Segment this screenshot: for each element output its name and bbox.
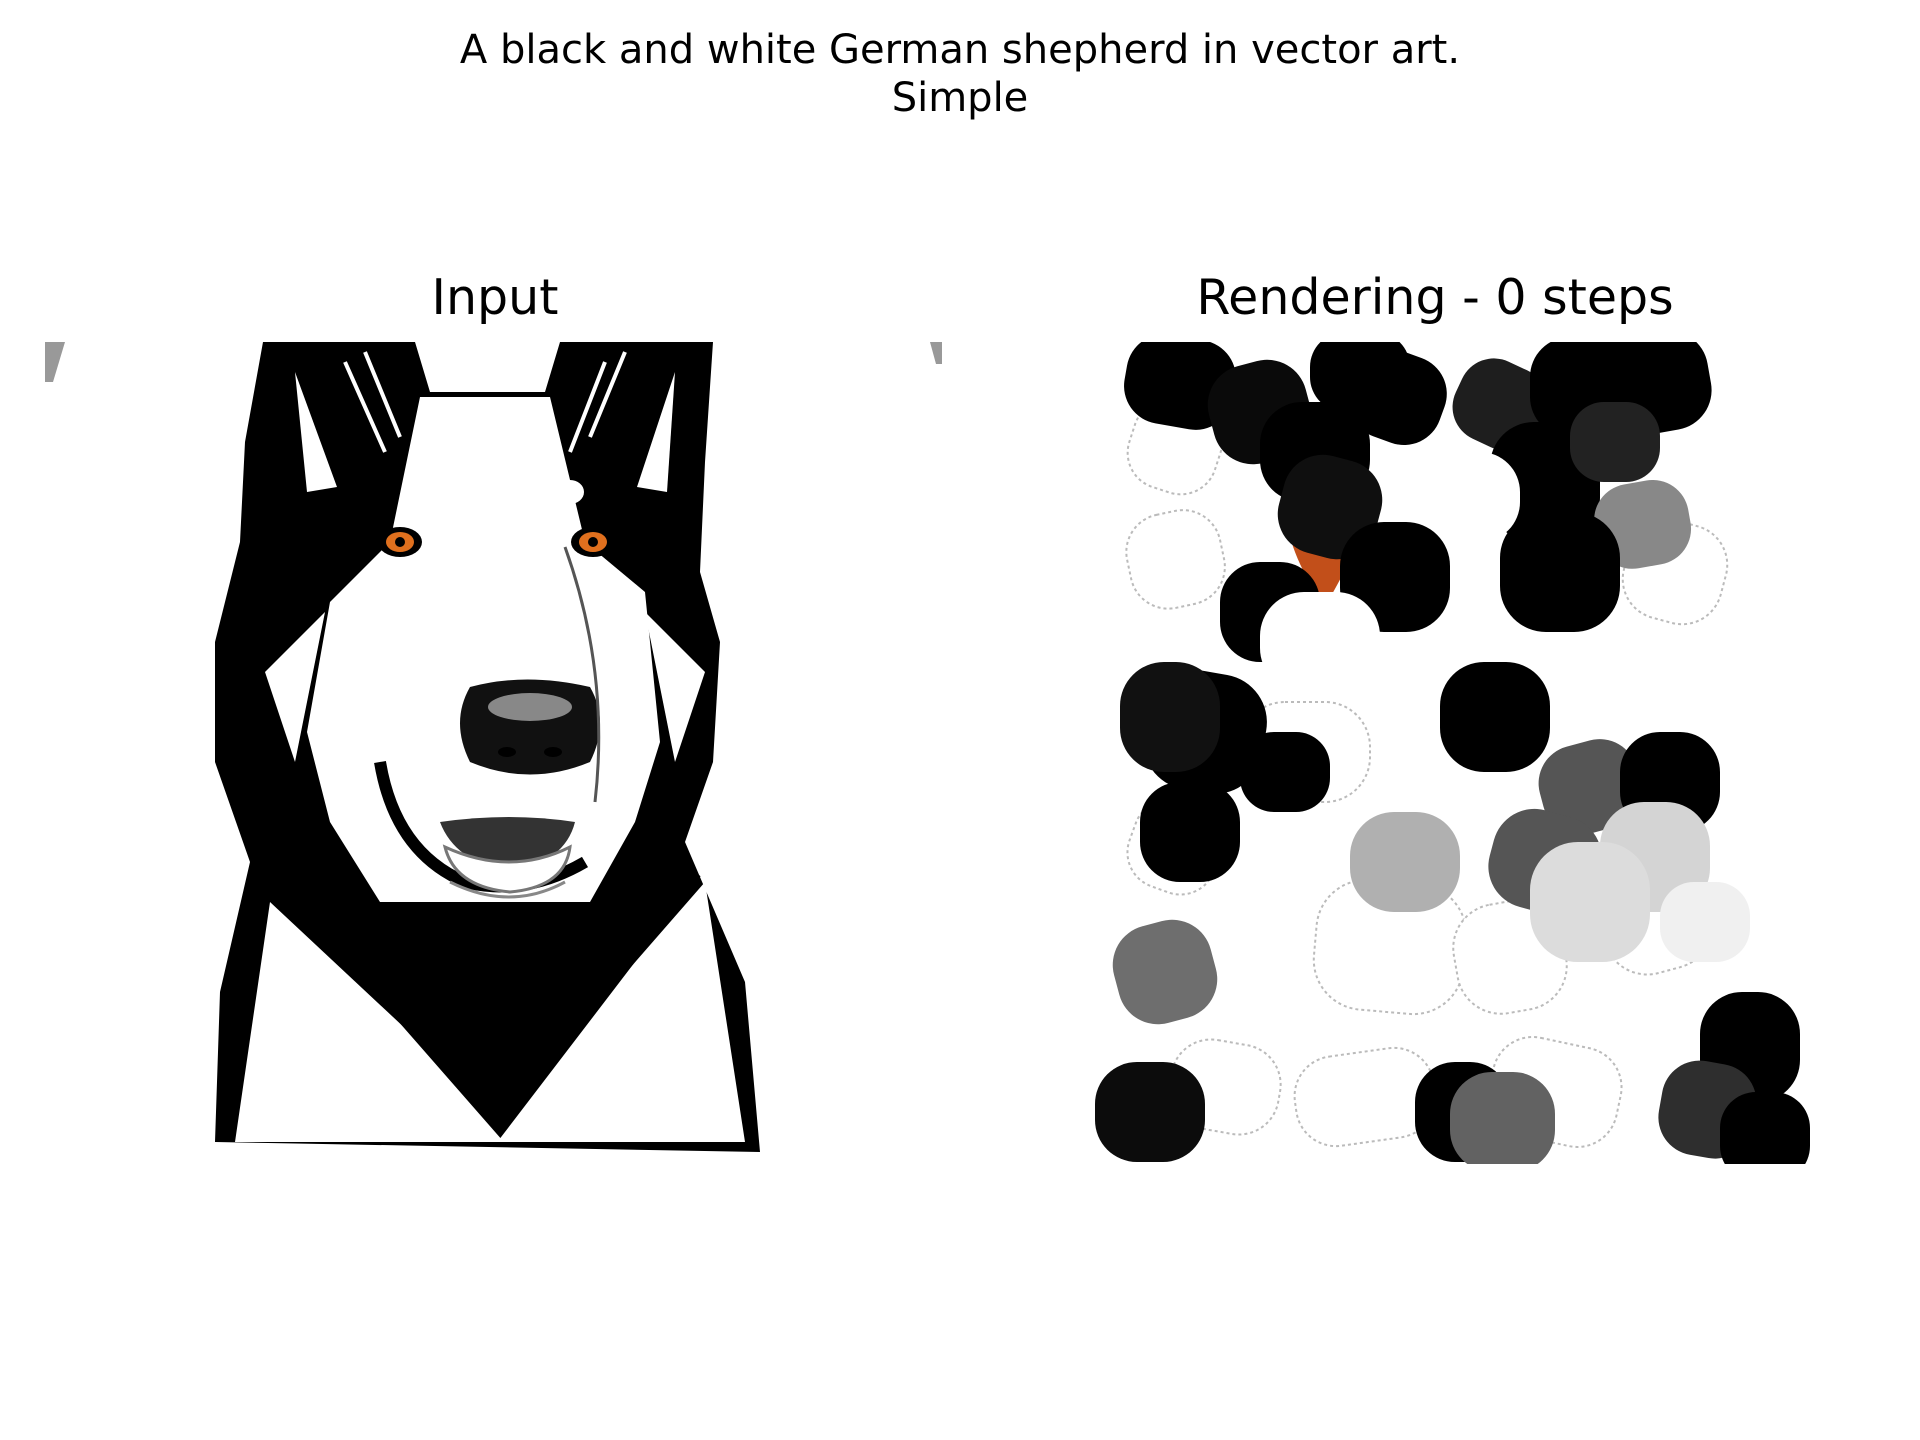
input-image [45,342,945,1164]
figure-title-line-2: Simple [891,75,1029,121]
input-panel-title: Input [431,269,559,326]
figure-title: A black and white German shepherd in vec… [0,26,1920,122]
rendering-image [930,342,1920,1164]
rendering-panel-title: Rendering - 0 steps [1196,269,1674,326]
figure-title-line-1: A black and white German shepherd in vec… [459,27,1461,73]
